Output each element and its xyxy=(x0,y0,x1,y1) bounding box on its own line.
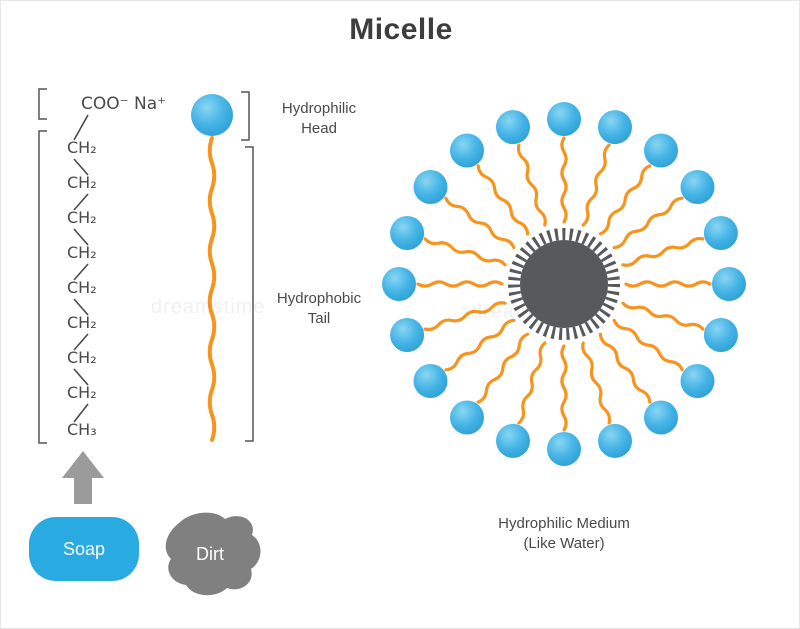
micelle-tail xyxy=(581,341,612,425)
micelle-tail xyxy=(621,236,705,267)
chain-formula: CH₂ xyxy=(67,138,97,157)
structure-brackets xyxy=(38,88,254,444)
chain-bond xyxy=(73,263,89,281)
chemical-chain: COO⁻ Na⁺ CH₂ CH₂ CH₂ CH₂ CH₂ CH₂ CH₂ CH₂ CH₃ xyxy=(67,94,166,439)
micelle-tail xyxy=(560,344,568,432)
micelle-core xyxy=(520,240,608,328)
micelle-head-sphere xyxy=(390,216,425,250)
micelle-tail xyxy=(612,196,684,250)
hydrophilic-medium-label: Hydrophilic Medium (Like Water) xyxy=(444,514,684,555)
micelle-tail xyxy=(444,196,516,250)
surfactant-molecule xyxy=(191,94,233,442)
up-arrow xyxy=(62,451,104,504)
micelle-structure xyxy=(382,102,746,466)
label-line: Tail xyxy=(307,310,331,328)
micelle-tail xyxy=(476,332,530,404)
micelle-tail xyxy=(444,318,516,372)
chain-bond xyxy=(73,403,89,423)
bracket-tail-right xyxy=(245,146,254,442)
micelle-tail xyxy=(416,280,504,288)
label-line: Hydrophilic xyxy=(281,100,357,117)
micelle-tail xyxy=(612,318,684,372)
chain-formula: CH₂ xyxy=(67,383,97,402)
chain-formula: CH₂ xyxy=(67,173,97,192)
arrow-shaft xyxy=(74,476,92,504)
dirt-shape xyxy=(165,512,261,596)
chain-formula: CH₂ xyxy=(67,208,97,227)
bracket-head-left xyxy=(38,88,47,120)
micelle-tail xyxy=(560,136,568,224)
arrow-head xyxy=(62,451,104,478)
micelle-head-sphere xyxy=(644,133,678,168)
chain-formula: COO⁻ Na⁺ xyxy=(81,94,166,114)
micelle-head-sphere xyxy=(598,423,632,458)
micelle-tail xyxy=(423,301,507,332)
hydrophobic-tail-label: Hydrophobic Tail xyxy=(265,289,373,330)
micelle-tail xyxy=(598,332,652,404)
chain-formula: CH₂ xyxy=(67,348,97,367)
dirt-label: Dirt xyxy=(196,543,224,564)
chain-bond xyxy=(73,193,89,211)
chain-bond xyxy=(73,114,89,141)
label-line: Hydrophilic Medium xyxy=(498,515,630,532)
micelle-head-sphere xyxy=(413,364,448,398)
chain-bond xyxy=(73,333,89,351)
micelle-head-sphere xyxy=(390,318,425,352)
micelle-tail xyxy=(476,164,530,236)
soap-shape xyxy=(29,517,139,581)
micelle-tail xyxy=(581,143,611,227)
micelle-head-sphere xyxy=(644,400,678,435)
chain-bond xyxy=(73,298,89,316)
chain-formula: CH₃ xyxy=(67,420,97,439)
micelle-tail xyxy=(621,301,705,331)
micelle-head-sphere xyxy=(547,102,581,136)
label-line: Hydrophobic xyxy=(276,290,362,307)
micelle-head-sphere xyxy=(496,110,530,145)
micelle-head-sphere xyxy=(712,267,746,301)
micelle-tail xyxy=(624,280,712,288)
micelle-head-sphere xyxy=(703,318,738,352)
hydrophilic-head-sphere xyxy=(191,94,233,136)
micelle-head-sphere xyxy=(680,170,715,204)
micelle-head-sphere xyxy=(450,133,484,168)
chain-formula: CH₂ xyxy=(67,278,97,297)
chain-bond xyxy=(73,368,89,386)
micelle-head-sphere xyxy=(547,432,581,466)
hydrophilic-head-label: Hydrophilic Head xyxy=(265,99,373,140)
chain-formula: CH₂ xyxy=(67,243,97,262)
hydrophobic-tail-wave xyxy=(207,136,217,442)
bracket-tail-left xyxy=(38,130,47,444)
micelle-core-spikes xyxy=(508,228,620,340)
micelle-tail xyxy=(516,143,547,227)
micelle-tail xyxy=(598,164,652,236)
chain-bond xyxy=(73,158,89,176)
micelle-tail xyxy=(423,237,507,267)
label-line: (Like Water) xyxy=(523,535,605,553)
label-line: Head xyxy=(301,120,337,138)
chain-bond xyxy=(73,228,89,246)
micelle-head-sphere xyxy=(703,216,738,250)
micelle-head-sphere xyxy=(680,364,715,398)
chain-formula: CH₂ xyxy=(67,313,97,332)
soap-label: Soap xyxy=(62,538,106,559)
micelle-head-sphere xyxy=(598,110,632,145)
bracket-head-right xyxy=(241,91,250,141)
micelle-head-sphere xyxy=(382,267,416,301)
micelle-head-sphere xyxy=(413,170,448,204)
page-title: Micelle xyxy=(349,13,453,46)
micelle-head-sphere xyxy=(450,400,484,435)
micelle-head-sphere xyxy=(496,423,530,458)
micelle-tail xyxy=(517,341,547,425)
